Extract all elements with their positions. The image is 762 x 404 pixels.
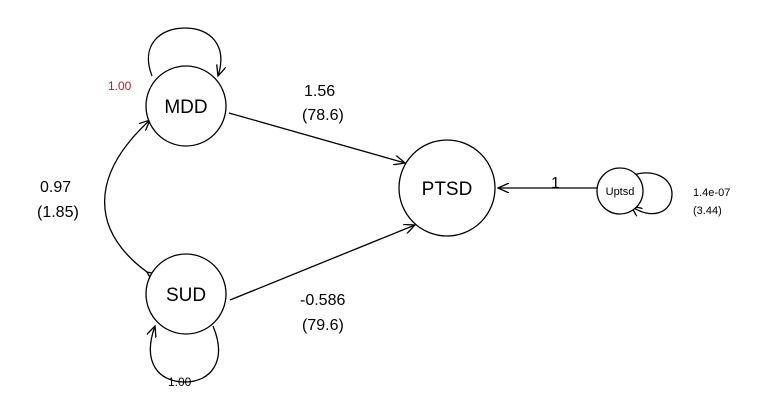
- sud-to-ptsd-se: (79.6): [302, 317, 344, 334]
- loop-sud-variance: [150, 326, 219, 383]
- covariance-estimate: 0.97: [40, 179, 71, 196]
- sud-variance: 1.00: [168, 375, 192, 389]
- uptsd-variance-estimate: 1.4e-07: [693, 187, 730, 199]
- node-uptsd: Uptsd: [596, 167, 644, 215]
- edge-mdd-sud-covariance: [104, 120, 150, 272]
- node-sud-label: SUD: [166, 285, 206, 306]
- mdd-to-ptsd-estimate: 1.56: [304, 83, 335, 100]
- edge-sud-to-ptsd: [229, 225, 415, 301]
- mdd-variance-fixed: 1.00: [108, 79, 132, 93]
- node-sud: SUD: [145, 253, 227, 335]
- uptsd-variance-se: (3.44): [693, 205, 722, 217]
- uptsd-to-ptsd-estimate: 1: [551, 175, 560, 192]
- edge-mdd-to-ptsd: [228, 112, 405, 163]
- mdd-to-ptsd-se: (78.6): [302, 107, 344, 124]
- node-mdd-label: MDD: [164, 97, 207, 118]
- node-ptsd: PTSD: [398, 139, 496, 237]
- covariance-se: (1.85): [37, 204, 79, 221]
- sud-to-ptsd-estimate: -0.586: [300, 292, 345, 309]
- loop-uptsd-variance: [631, 172, 673, 214]
- node-ptsd-label: PTSD: [422, 179, 473, 200]
- loop-mdd-variance: [147, 27, 220, 76]
- node-uptsd-label: Uptsd: [606, 186, 635, 198]
- node-mdd: MDD: [145, 65, 227, 147]
